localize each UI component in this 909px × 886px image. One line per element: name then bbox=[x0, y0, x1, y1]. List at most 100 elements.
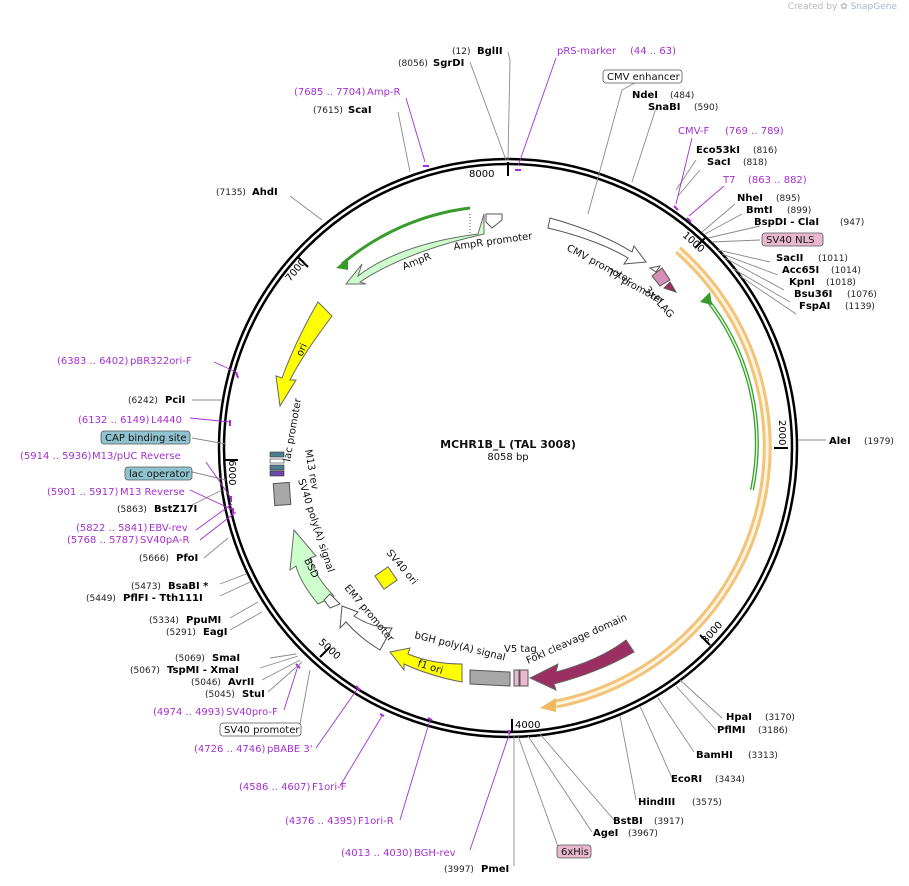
enz-name-snabi: SnaBI bbox=[648, 102, 680, 113]
svg-text:SV40 promoter: SV40 promoter bbox=[224, 725, 300, 736]
enz-pos-alei: (1979) bbox=[864, 437, 894, 447]
enz-pos-pflfi: (5449) bbox=[86, 594, 116, 604]
bsd-feature bbox=[289, 528, 335, 605]
enz-name-stui: StuI bbox=[242, 689, 265, 700]
enz-name-bmti: BmtI bbox=[746, 205, 773, 216]
lac-promoter-feature bbox=[269, 458, 285, 464]
enz-pos-bspdi: (947) bbox=[840, 218, 864, 228]
enz-pos-scai: (7615) bbox=[313, 106, 343, 116]
primer-range-f1ori-f: (4586 .. 4607) bbox=[239, 782, 311, 793]
flag-feature bbox=[651, 267, 671, 287]
enz-pos-pcii: (6242) bbox=[128, 396, 158, 406]
lac-operator-feature bbox=[269, 464, 285, 471]
svg-text:SV40 NLS: SV40 NLS bbox=[766, 235, 815, 246]
primer-range-sv40pa-r: (5768 .. 5787) bbox=[67, 535, 139, 546]
enz-pos-eco53ki: (816) bbox=[753, 146, 777, 156]
primer-name-sv40pa-r: SV40pA-R bbox=[140, 535, 189, 546]
enz-pos-nhei: (895) bbox=[776, 194, 800, 204]
ampr-thin-arc bbox=[341, 206, 471, 266]
lac-promoter-label: lac promoter bbox=[282, 397, 304, 463]
v5-tag-feature-2 bbox=[519, 669, 529, 687]
enz-pos-bstz17i: (5863) bbox=[117, 505, 147, 515]
box-lac-operator: lac operator bbox=[124, 466, 193, 481]
primer-name-bgh-rev: BGH-rev bbox=[414, 848, 456, 859]
green-orf-arc bbox=[704, 296, 759, 491]
svg-text:lac operator: lac operator bbox=[129, 469, 190, 480]
primer-leader-lines bbox=[189, 57, 725, 851]
ori-feature bbox=[275, 301, 333, 408]
bgh-polya-label: bGH poly(A) signal bbox=[413, 630, 506, 663]
enz-name-bsabi: BsaBI * bbox=[168, 581, 209, 592]
tick-marks bbox=[224, 162, 788, 733]
bgh-polya-feature bbox=[469, 669, 511, 687]
primer-name-cmv-f: CMV-F bbox=[678, 126, 709, 137]
enz-pos-ahdi: (7135) bbox=[216, 188, 246, 198]
enz-pos-bmti: (899) bbox=[787, 206, 811, 216]
enz-name-pmei: PmeI bbox=[481, 864, 509, 875]
plasmid-size: 8058 bp bbox=[487, 452, 528, 463]
enz-name-ahdi: AhdI bbox=[252, 187, 278, 198]
primer-range-bgh-rev: (4013 .. 4030) bbox=[341, 848, 413, 859]
enz-name-avrii: AvrII bbox=[228, 677, 254, 688]
svg-text:CAP binding site: CAP binding site bbox=[105, 433, 187, 444]
primer-range-pbr322ori-f: (6383 .. 6402) bbox=[57, 356, 129, 367]
snapgene-logo-icon: ✿ bbox=[840, 2, 848, 12]
enz-pos-stui: (5045) bbox=[205, 690, 235, 700]
enz-name-bspdi: BspDI - ClaI bbox=[754, 217, 819, 228]
enz-name-ecori: EcoRI bbox=[671, 774, 702, 785]
enz-name-bstz17i: BstZ17I bbox=[154, 504, 197, 515]
svg-text:6xHis: 6xHis bbox=[561, 847, 589, 858]
enz-name-smai: SmaI bbox=[212, 653, 240, 664]
cmv-promoter-feature bbox=[547, 217, 647, 265]
primer-name-l4440: L4440 bbox=[151, 415, 182, 426]
enz-pos-agei: (3967) bbox=[628, 829, 658, 839]
primer-range-amp-r: (7685 .. 7704) bbox=[294, 87, 366, 98]
enz-name-nhei: NheI bbox=[737, 193, 763, 204]
enz-name-alei: AleI bbox=[829, 436, 851, 447]
enz-pos-hindiii: (3575) bbox=[692, 798, 722, 808]
enz-pos-pfoi: (5666) bbox=[139, 554, 169, 564]
plasmid-name: MCHR1B_L (TAL 3008) bbox=[440, 438, 576, 451]
enz-name-hpai: HpaI bbox=[726, 712, 752, 723]
primer-range-l4440: (6132 .. 6149) bbox=[78, 415, 150, 426]
primer-range-m13puc-rev: (5914 .. 5936) bbox=[20, 451, 92, 462]
enz-pos-bamhi: (3313) bbox=[748, 751, 778, 761]
box-cmv-enhancer: CMV enhancer bbox=[602, 69, 683, 84]
ampr-thin-arrow bbox=[336, 258, 348, 270]
enz-pos-kpni: (1018) bbox=[826, 278, 856, 288]
m13-rev-feature bbox=[269, 470, 285, 477]
ori-label: ori bbox=[295, 342, 310, 358]
enz-pos-fspai: (1139) bbox=[845, 302, 875, 312]
tick-label-8000: 8000 bbox=[469, 169, 494, 180]
primer-name-m13-rev: M13 Reverse bbox=[120, 487, 185, 498]
enz-name-bsu36i: Bsu36I bbox=[794, 289, 832, 300]
t7-promoter-feature bbox=[648, 265, 662, 273]
primer-name-f1ori-f: F1ori-F bbox=[312, 782, 347, 793]
primer-range-cmv-f: (769 .. 789) bbox=[725, 126, 784, 137]
primer-name-pbr322ori-f: pBR322ori-F bbox=[130, 356, 192, 367]
green-orf-arrow bbox=[700, 292, 712, 305]
svg-text:CMV enhancer: CMV enhancer bbox=[607, 72, 681, 83]
leader-lines bbox=[189, 51, 826, 866]
enz-name-pcii: PciI bbox=[165, 395, 185, 406]
enz-pos-bglii: (12) bbox=[452, 47, 470, 57]
primer-name-amp-r: Amp-R bbox=[367, 87, 401, 98]
primer-range-t7: (863 .. 882) bbox=[748, 175, 807, 186]
enz-name-tspmi: TspMI - XmaI bbox=[167, 665, 239, 676]
enz-pos-ndei: (484) bbox=[670, 91, 694, 101]
box-cap-binding-site: CAP binding site bbox=[100, 430, 191, 445]
primer-range-sv40pro-f: (4974 .. 4993) bbox=[153, 707, 225, 718]
ampr-feature bbox=[344, 213, 485, 285]
enz-pos-eagi: (5291) bbox=[166, 628, 196, 638]
primer-range-pbabe: (4726 .. 4746) bbox=[194, 744, 266, 755]
enz-pos-avrii: (5046) bbox=[191, 678, 221, 688]
sv40-polya-feature bbox=[272, 481, 292, 507]
primer-name-m13puc-rev: M13/pUC Reverse bbox=[92, 451, 181, 462]
tick-label-5000: 5000 bbox=[316, 637, 342, 662]
enz-pos-bsabi: (5473) bbox=[131, 582, 161, 592]
f1-ori-feature bbox=[389, 647, 463, 683]
v5-tag-label: V5 tag bbox=[504, 644, 537, 655]
enz-pos-snabi: (590) bbox=[694, 103, 718, 113]
enz-pos-ecori: (3434) bbox=[715, 775, 745, 785]
primer-range-f1ori-r: (4376 .. 4395) bbox=[285, 816, 357, 827]
